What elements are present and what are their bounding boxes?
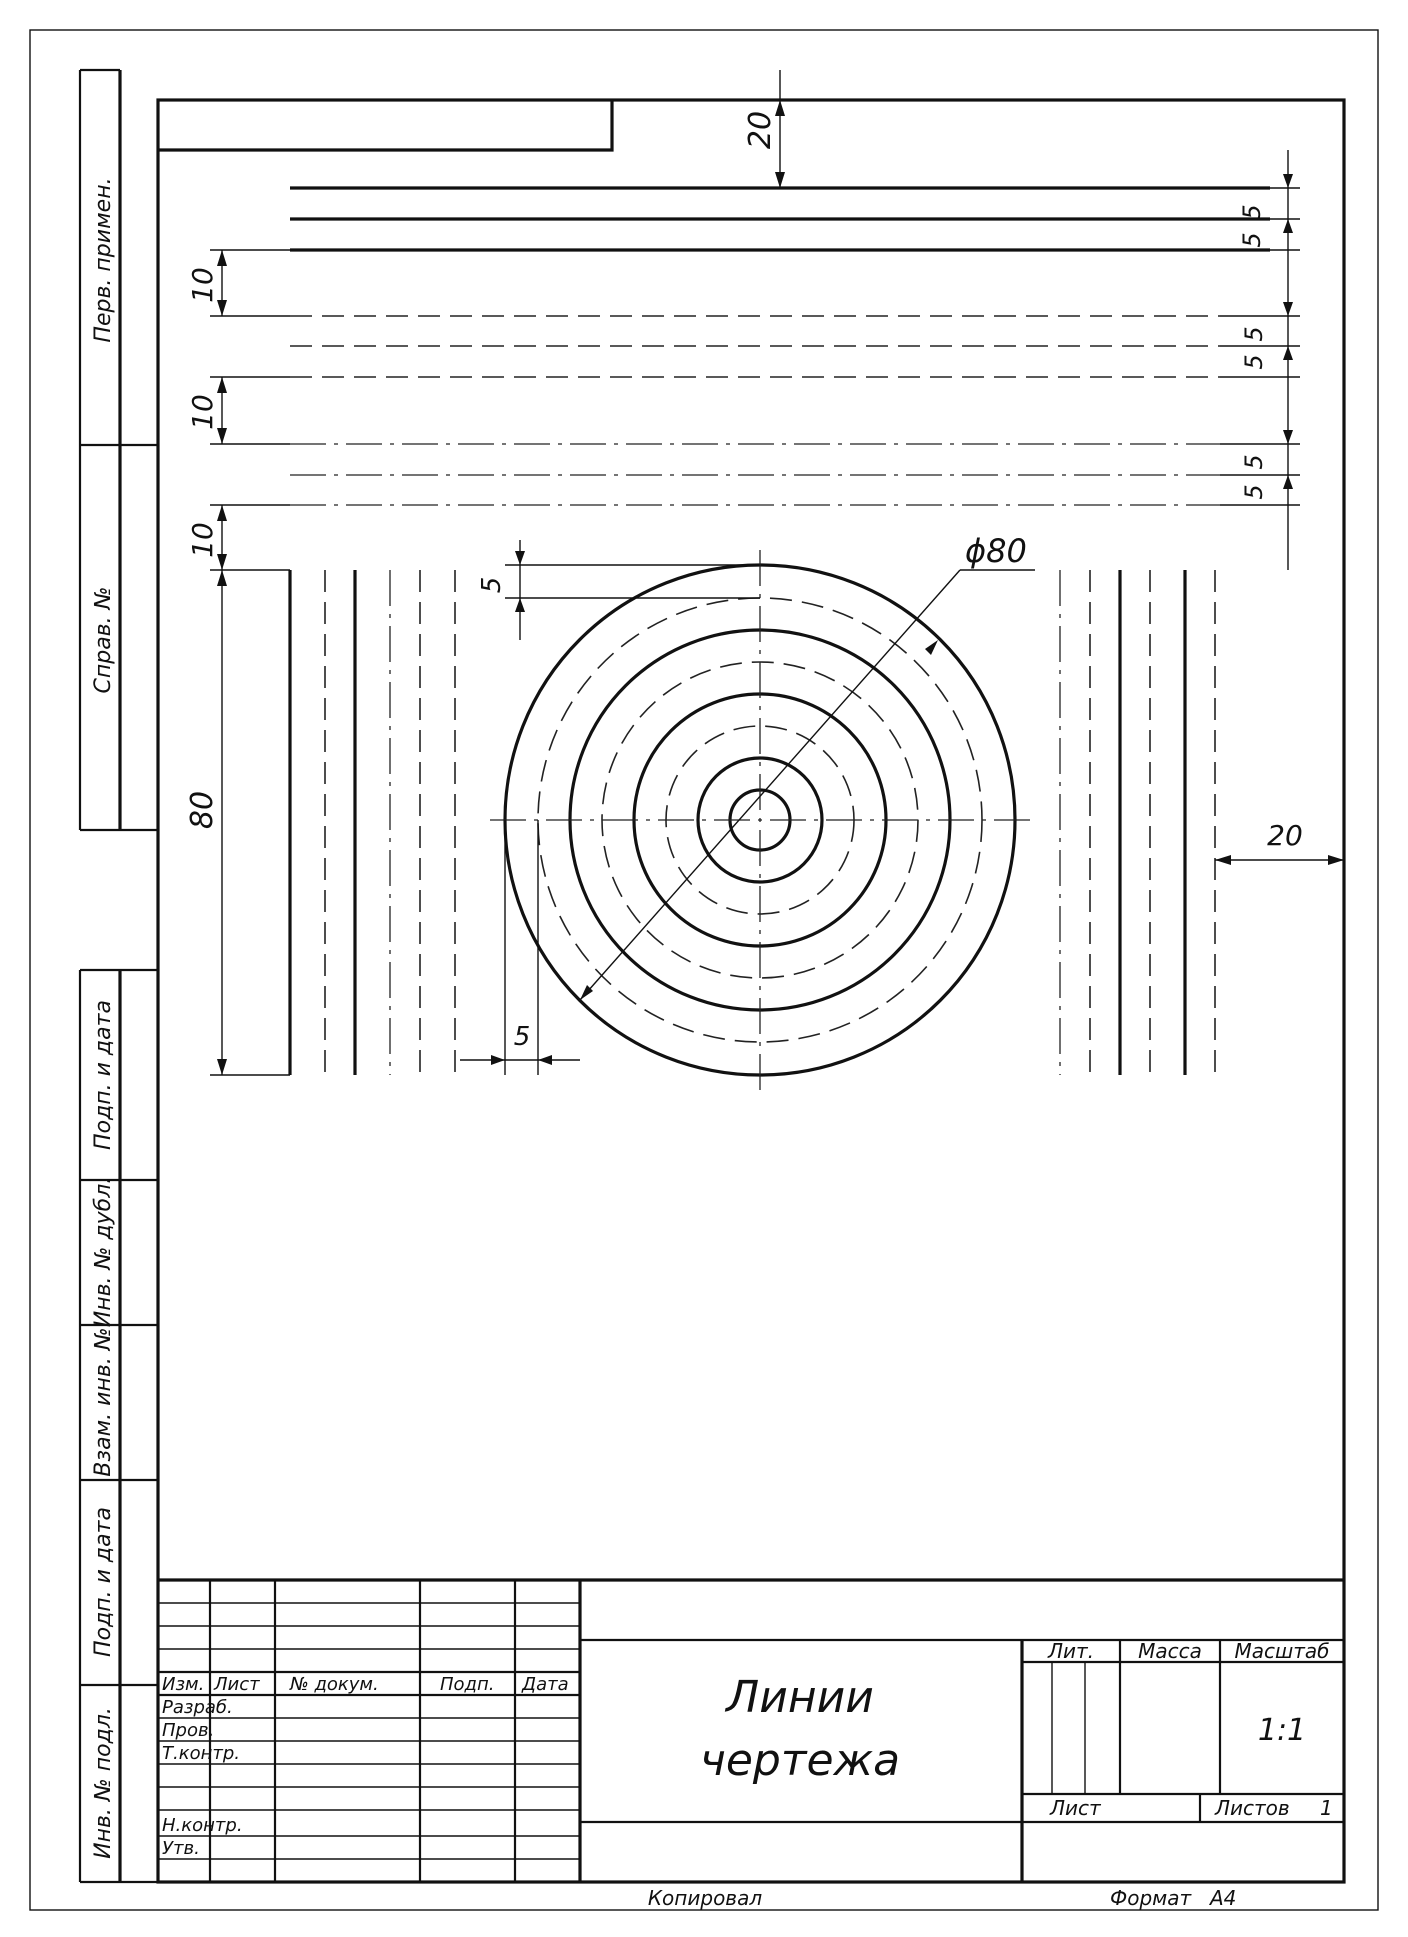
tb-listov: Листов <box>1214 1796 1290 1820</box>
dim-20-right: 20 <box>1267 819 1303 852</box>
tb-list: Лист <box>1049 1796 1102 1820</box>
tb-row-tkontr: Т.контр. <box>162 1743 240 1764</box>
concentric-circles <box>490 550 1030 1090</box>
paper-edge <box>29 29 1379 1911</box>
tb-col-docum: № докум. <box>289 1674 379 1695</box>
footer-kopiroval: Копировал <box>648 1886 762 1910</box>
stamp-inv-podl: Инв. № подл. <box>91 1707 116 1859</box>
dim-5-e: 5 <box>1240 454 1268 469</box>
top-left-box <box>158 100 614 152</box>
dim-diameter-80: ϕ80 <box>965 532 1027 570</box>
top-margin-dimension: 20 <box>743 70 785 188</box>
dim-80: 80 <box>185 791 220 829</box>
stamp-inv-dubl: Инв. № дубл. <box>91 1177 116 1328</box>
title-block: Изм. Лист № докум. Подп. Дата Разраб. Пр… <box>158 1578 1344 1882</box>
stamp-vzam-inv: Взам. инв. № <box>91 1327 116 1476</box>
tb-scale-value: 1:1 <box>1258 1713 1306 1748</box>
footer-format-label: Формат <box>1110 1886 1192 1910</box>
right-margin-dimension: 20 <box>1215 819 1344 865</box>
right-dimension-group: 5 5 5 5 5 5 <box>1220 150 1300 570</box>
dim-5-b: 5 <box>1238 232 1266 247</box>
footer-format-value: А4 <box>1208 1886 1236 1910</box>
dim-5-f: 5 <box>1240 484 1268 499</box>
horizontal-line-samples <box>290 186 1270 506</box>
ring-step-dimensions: 5 5 <box>460 540 760 1075</box>
vertical-line-samples-right <box>1059 570 1216 1075</box>
tb-row-razrab: Разраб. <box>162 1697 233 1718</box>
stamp-podp-data-top: Подп. и дата <box>91 1000 116 1150</box>
stamp-sprav-no: Справ. № <box>91 586 116 693</box>
dim-10-b: 10 <box>186 394 219 430</box>
drawing-title-line1: Линии <box>724 1672 874 1723</box>
tb-row-prov: Пров. <box>162 1720 214 1741</box>
tb-col-podp: Подп. <box>440 1674 494 1695</box>
stamp-perv-primen: Перв. примен. <box>91 177 116 342</box>
stamp-podp-data-bottom: Подп. и дата <box>91 1507 116 1657</box>
tb-col-izm: Изм. <box>162 1674 204 1695</box>
tb-col-data: Дата <box>521 1674 569 1695</box>
side-stamp: Перв. примен. Справ. № Подп. и дата Инв.… <box>78 68 158 1884</box>
tb-row-nkontr: Н.контр. <box>162 1815 243 1836</box>
dim-10-a: 10 <box>186 267 219 303</box>
dim-5-d: 5 <box>1240 354 1268 369</box>
dim-5-a: 5 <box>1238 204 1266 219</box>
tb-massa: Масса <box>1138 1639 1202 1663</box>
dim-5-ring-vertical: 5 <box>477 577 507 594</box>
tb-masshtab: Масштаб <box>1234 1639 1329 1663</box>
drawing-frame <box>156 98 1346 1884</box>
tb-col-list: Лист <box>213 1674 260 1695</box>
tb-row-utv: Утв. <box>162 1838 200 1859</box>
vertical-line-samples-left <box>288 570 456 1075</box>
drawing-title-line2: чертежа <box>700 1735 900 1786</box>
tb-listov-value: 1 <box>1320 1796 1333 1820</box>
ring-solid-4 <box>696 756 824 884</box>
dim-10-c: 10 <box>186 522 219 558</box>
dim-20-top: 20 <box>743 111 778 149</box>
tb-lit: Лит. <box>1047 1639 1094 1663</box>
diameter-dimension: ϕ80 <box>579 532 1035 1001</box>
dim-5-c: 5 <box>1240 326 1268 341</box>
left-dimension-group: 10 10 10 80 <box>185 249 290 1076</box>
dim-5-ring-horizontal: 5 <box>514 1022 531 1052</box>
